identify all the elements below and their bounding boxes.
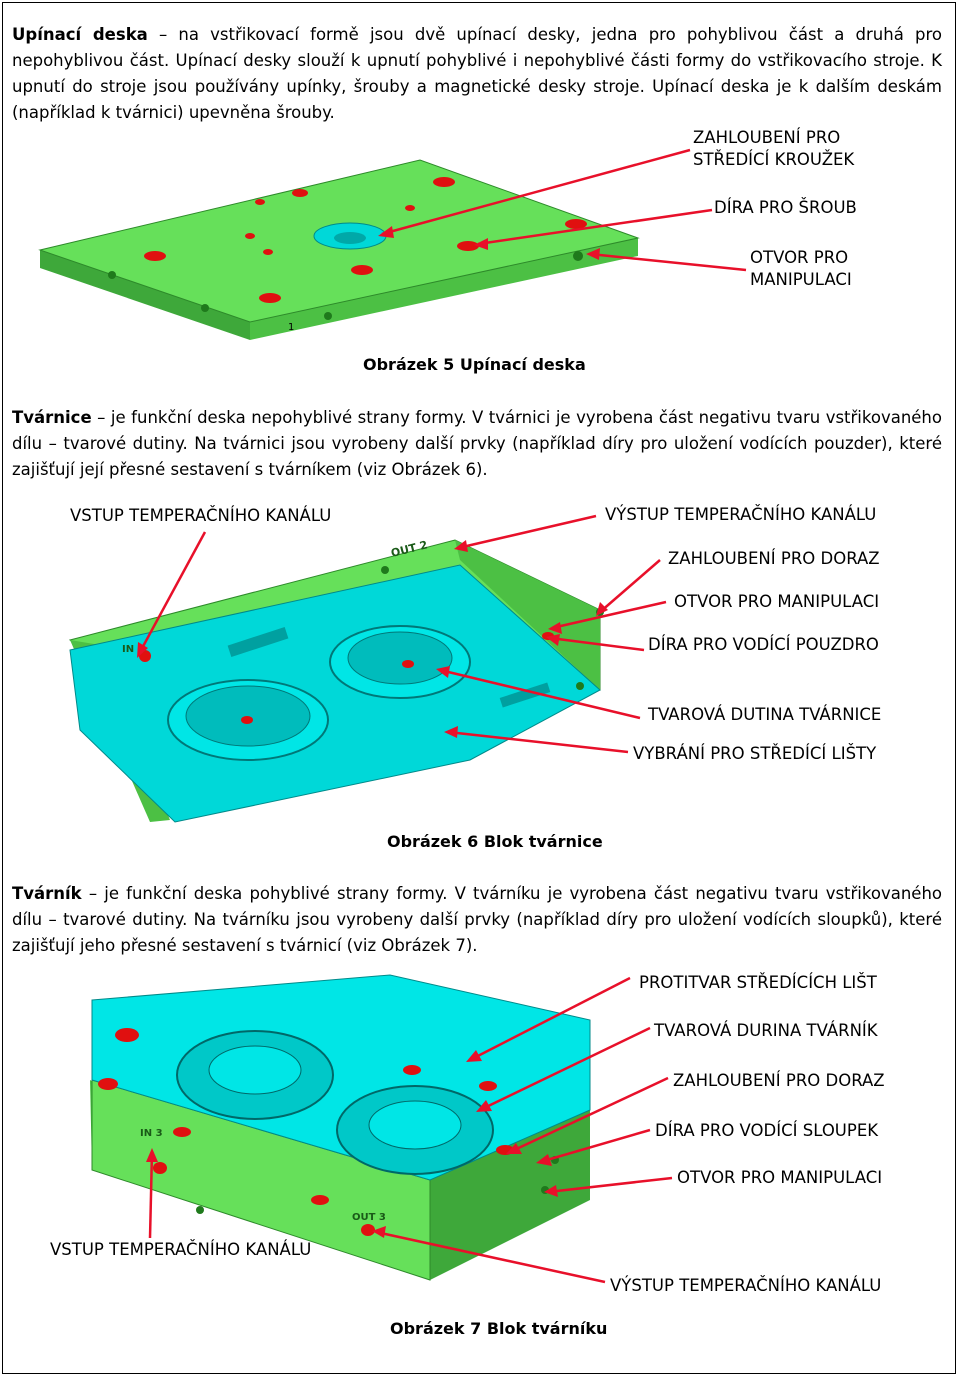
screw-holes bbox=[144, 177, 587, 303]
core-left-center bbox=[208, 1045, 302, 1095]
cavity-red-holes bbox=[139, 632, 554, 724]
figure-6-arrows bbox=[138, 514, 667, 754]
cavity-right bbox=[347, 631, 453, 685]
figure-6-caption: Obrázek 6 Blok tvárnice bbox=[387, 832, 603, 851]
in-mark: IN 2 bbox=[122, 644, 145, 655]
label-cavity: TVAROVÁ DUTINA TVÁRNICE bbox=[648, 705, 882, 724]
figure-7-arrows bbox=[148, 976, 673, 1284]
label-screw-hole: DÍRA PRO ŠROUB bbox=[714, 198, 857, 217]
label-stop-recess: ZAHLOUBENÍ PRO DORAZ bbox=[668, 549, 880, 568]
label-pillar-hole: DÍRA PRO VODÍCÍ SLOUPEK bbox=[655, 1121, 879, 1140]
paragraph-cavity-plate: Tvárnice – je funkční deska nepohyblivé … bbox=[12, 405, 942, 483]
label-handling-1: OTVOR PRO bbox=[750, 248, 849, 267]
figure-6-arrowheads bbox=[137, 540, 608, 738]
label-bushing-hole: DÍRA PRO VODÍCÍ POUZDRO bbox=[648, 635, 879, 654]
core-right-side bbox=[430, 1110, 590, 1280]
part-number-mark: 1 bbox=[288, 322, 294, 333]
label-slot: VYBRÁNÍ PRO STŘEDÍCÍ LIŠTY bbox=[633, 744, 877, 763]
label-handling-2: MANIPULACI bbox=[750, 270, 852, 289]
plate-front-side bbox=[40, 250, 250, 340]
label-core-inlet: VSTUP TEMPERAČNÍHO KANÁLU bbox=[50, 1240, 312, 1259]
term-core-plate: Tvárník bbox=[12, 884, 82, 903]
in-mark-7: IN 3 bbox=[140, 1128, 163, 1139]
figure-5-arrowheads bbox=[378, 226, 600, 260]
label-core-stop-recess: ZAHLOUBENÍ PRO DORAZ bbox=[673, 1071, 885, 1090]
text-core-plate: – je funkční deska pohyblivé strany form… bbox=[12, 884, 942, 955]
block-cyan-base bbox=[69, 564, 601, 823]
figure-7-caption: Obrázek 7 Blok tvárníku bbox=[390, 1319, 608, 1338]
plate-right-side bbox=[250, 238, 638, 340]
cavity-left bbox=[185, 685, 311, 747]
text-clamping-plate: – na vstřikovací formě jsou dvě upínací … bbox=[12, 25, 942, 122]
label-core-handling: OTVOR PRO MANIPULACI bbox=[677, 1168, 883, 1187]
label-outlet: VÝSTUP TEMPERAČNÍHO KANÁLU bbox=[605, 505, 877, 524]
term-cavity-plate: Tvárnice bbox=[12, 408, 92, 427]
centering-ring-bore bbox=[334, 232, 366, 244]
figure-5-arrows bbox=[381, 148, 747, 272]
label-core-outlet: VÝSTUP TEMPERAČNÍHO KANÁLU bbox=[610, 1276, 882, 1295]
core-right-center bbox=[368, 1100, 462, 1150]
text-cavity-plate: – je funkční deska nepohyblivé strany fo… bbox=[12, 408, 942, 479]
label-inlet: VSTUP TEMPERAČNÍHO KANÁLU bbox=[70, 506, 332, 525]
label-centering-recess-1: ZAHLOUBENÍ PRO bbox=[693, 128, 841, 147]
handling-holes bbox=[108, 251, 583, 320]
label-handling: OTVOR PRO MANIPULACI bbox=[674, 592, 880, 611]
label-counter-bars: PROTITVAR STŘEDÍCÍCH LIŠT bbox=[639, 973, 877, 992]
out-mark-7: OUT 3 bbox=[352, 1212, 386, 1223]
side-slot bbox=[499, 682, 551, 708]
term-clamping-plate: Upínací deska bbox=[12, 25, 148, 44]
label-core-cavity: TVAROVÁ DURINA TVÁRNÍK bbox=[654, 1021, 878, 1040]
paragraph-clamping-plate: Upínací deska – na vstřikovací formě jso… bbox=[12, 22, 942, 126]
centering-slot bbox=[227, 627, 289, 657]
paragraph-core-plate: Tvárník – je funkční deska pohyblivé str… bbox=[12, 881, 942, 959]
block-side-wall bbox=[455, 540, 600, 690]
figure-5-caption: Obrázek 5 Upínací deska bbox=[363, 355, 586, 374]
core-red-holes bbox=[98, 1028, 514, 1236]
figure-7-arrowheads bbox=[146, 1050, 558, 1238]
label-centering-recess-2: STŘEDÍCÍ KROUŽEK bbox=[693, 150, 855, 169]
